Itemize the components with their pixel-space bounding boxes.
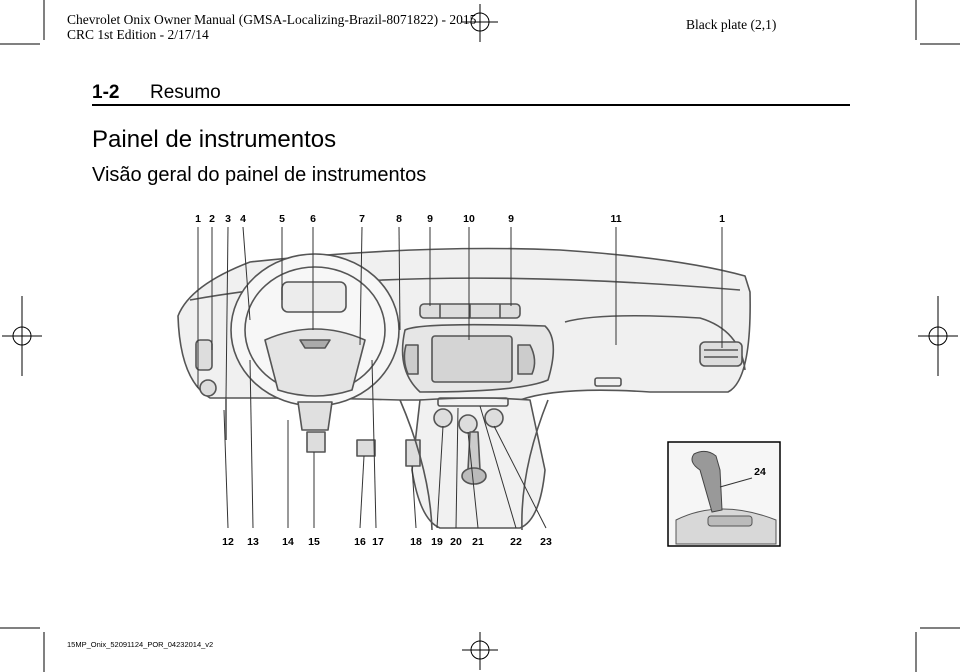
header-manual-title: Chevrolet Onix Owner Manual (GMSA-Locali… bbox=[67, 12, 477, 27]
callout-top-1: 1 bbox=[195, 213, 201, 225]
section-title: Resumo bbox=[150, 82, 221, 103]
footer-code: 15MP_Onix_52091124_POR_04232014_v2 bbox=[67, 640, 214, 649]
callout-top-9a: 9 bbox=[427, 213, 433, 225]
callout-bottom-20: 20 bbox=[450, 536, 462, 548]
gear-selector-inset: 24 bbox=[667, 441, 781, 547]
callout-top-10: 10 bbox=[463, 213, 475, 225]
callout-bottom-17: 17 bbox=[372, 536, 384, 548]
callout-bottom-19: 19 bbox=[431, 536, 443, 548]
callout-top-11: 11 bbox=[610, 213, 621, 225]
callout-top-3: 3 bbox=[225, 213, 231, 225]
page-title: Painel de instrumentos bbox=[92, 126, 337, 153]
callout-bottom-18: 18 bbox=[410, 536, 422, 548]
callout-bottom-15: 15 bbox=[308, 536, 320, 548]
callout-bottom-22: 22 bbox=[510, 536, 522, 548]
callout-bottom-13: 13 bbox=[247, 536, 259, 548]
callout-bottom-23: 23 bbox=[540, 536, 552, 548]
callout-top-1b: 1 bbox=[719, 213, 725, 225]
callout-bottom-21: 21 bbox=[472, 536, 484, 548]
callout-bottom-16: 16 bbox=[354, 536, 366, 548]
page-subtitle: Visão geral do painel de instrumentos bbox=[92, 164, 427, 186]
header-plate: Black plate (2,1) bbox=[686, 17, 777, 32]
callout-top-5: 5 bbox=[279, 213, 285, 225]
section-heading: 1-2 Resumo bbox=[92, 80, 850, 106]
section-number: 1-2 bbox=[92, 82, 120, 103]
callout-top-7: 7 bbox=[359, 213, 365, 225]
callout-bottom-14: 14 bbox=[282, 536, 294, 548]
callout-top-2: 2 bbox=[209, 213, 215, 225]
callout-bottom-12: 12 bbox=[222, 536, 234, 548]
page-header: Chevrolet Onix Owner Manual (GMSA-Locali… bbox=[67, 12, 476, 42]
callout-top-4: 4 bbox=[240, 213, 246, 225]
callout-top-9b: 9 bbox=[508, 213, 514, 225]
callout-top-8: 8 bbox=[396, 213, 402, 225]
header-edition: CRC 1st Edition - 2/17/14 bbox=[67, 27, 209, 42]
callout-top-6: 6 bbox=[310, 213, 316, 225]
callout-inset-24: 24 bbox=[754, 466, 766, 478]
